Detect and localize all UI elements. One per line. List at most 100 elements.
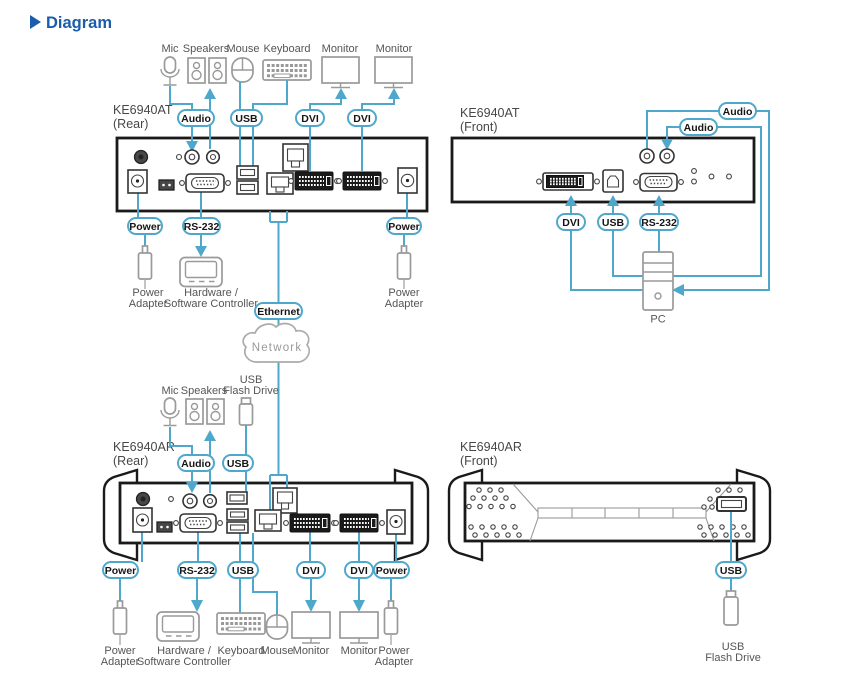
power-adapter-left-label2: Adapter <box>129 298 168 310</box>
svg-text:DVI: DVI <box>302 565 320 577</box>
led-indicators <box>691 168 732 185</box>
svg-text:Power: Power <box>105 565 137 577</box>
network-cloud-icon <box>242 322 311 363</box>
ar-rear-pill-dvi1: DVI <box>296 561 326 579</box>
ar-rear-pill-usb: USB <box>227 561 259 579</box>
svg-text:Power: Power <box>129 221 161 233</box>
mouse-icon <box>231 57 254 83</box>
at-front-pill-audio-lower: Audio <box>679 118 718 136</box>
usb-ports <box>236 165 259 195</box>
device-view: (Rear) <box>113 117 148 131</box>
section-ke6940ar-front: KE6940AR (Front) <box>447 440 772 664</box>
svg-text:Power: Power <box>388 221 420 233</box>
dvi-port-2 <box>333 513 385 533</box>
power-adapter-left-icon <box>137 245 153 289</box>
at-front-ports <box>536 148 732 193</box>
speakers-label: Speakers <box>183 43 230 55</box>
usb-port-top <box>226 491 248 505</box>
device-name: KE6940AR <box>460 440 522 454</box>
grounding-terminal <box>158 179 175 191</box>
ar-rear-cables <box>119 425 397 615</box>
svg-text:DVI: DVI <box>301 113 319 125</box>
keyboard-icon <box>216 612 266 635</box>
dvi-port-1 <box>288 171 340 191</box>
ethernet-pill: Ethernet <box>254 302 303 320</box>
mic-icon <box>160 397 180 427</box>
usb-flash-label1: USB <box>722 641 745 653</box>
center-recess <box>537 507 707 519</box>
mic-label: Mic <box>161 385 179 397</box>
pc-label: PC <box>650 314 665 326</box>
at-front-cables <box>565 110 770 296</box>
lan-port-lower <box>254 509 282 532</box>
controller-icon <box>156 611 200 642</box>
svg-text:Power: Power <box>376 565 408 577</box>
power-adapter-left-label1: Power <box>132 287 164 299</box>
svg-text:DVI: DVI <box>353 113 371 125</box>
ar-rear-pill-rs232: RS-232 <box>177 561 217 579</box>
section-ke6940at-front: KE6940AT (Front) <box>450 102 770 326</box>
device-view: (Front) <box>460 454 498 468</box>
device-name: KE6940AT <box>113 103 173 117</box>
monitor2-icon <box>374 56 413 89</box>
led-indicator <box>168 496 174 502</box>
usb-flash-label2: Flash Drive <box>223 385 279 397</box>
ar-rear-pill-audio: Audio <box>177 454 215 472</box>
power-adapter-right-label1: Power <box>388 287 420 299</box>
device-name: KE6940AT <box>460 106 520 120</box>
ar-rear-pill-power-left: Power <box>102 561 139 579</box>
monitor1-icon <box>321 56 360 89</box>
ar-front-facia <box>466 483 751 542</box>
speakers-icon <box>187 57 227 84</box>
controller-label1: Hardware / <box>184 287 239 299</box>
device-view: (Rear) <box>113 454 148 468</box>
svg-text:Audio: Audio <box>181 113 211 125</box>
dvi-port-2 <box>336 171 388 191</box>
dvi-port-1 <box>283 513 337 533</box>
svg-text:USB: USB <box>235 113 258 125</box>
controller-icon <box>179 256 223 288</box>
power-adapter-right-icon <box>383 600 399 645</box>
at-front-pill-dvi: DVI <box>556 213 586 231</box>
dc-terminal-port <box>133 149 149 165</box>
ar-rear-ports <box>132 487 406 535</box>
title-arrow-icon <box>30 15 41 29</box>
usb-b-port <box>602 169 624 193</box>
at-rear-pill-rs232: RS-232 <box>182 217 221 235</box>
audio-jack-left <box>639 148 655 164</box>
at-rear-pill-power-left: Power <box>127 217 163 235</box>
audio-jack-speaker <box>205 149 221 165</box>
ar-rear-pill-usb-top: USB <box>222 454 254 472</box>
audio-jack-right <box>659 148 675 164</box>
usb-flash-label1: USB <box>240 374 263 386</box>
speakers-label: Speakers <box>181 385 228 397</box>
dc-terminal-port <box>135 491 151 507</box>
controller-label2: Software Controller <box>164 298 258 310</box>
svg-text:USB: USB <box>720 565 743 577</box>
lan-port-upper <box>282 143 309 172</box>
keyboard-label: Keyboard <box>217 645 264 657</box>
rs232-port <box>633 172 684 192</box>
svg-text:RS-232: RS-232 <box>641 217 677 229</box>
power-adapter-right-icon <box>396 245 412 289</box>
svg-text:DVI: DVI <box>350 565 368 577</box>
power-adapter-right-label2: Adapter <box>375 656 414 668</box>
monitor2-label: Monitor <box>376 43 413 55</box>
monitor2-label: Monitor <box>341 645 378 657</box>
svg-text:USB: USB <box>232 565 255 577</box>
power-adapter-right-label1: Power <box>378 645 410 657</box>
section-ke6940ar-rear: KE6940AR (Rear) Mic Speakers USB Flash D… <box>101 374 430 668</box>
controller-label1: Hardware / <box>157 645 212 657</box>
svg-text:Audio: Audio <box>684 122 714 134</box>
at-front-pill-rs232: RS-232 <box>639 213 679 231</box>
power-adapter-left-label1: Power <box>104 645 136 657</box>
usb-ports <box>226 508 249 534</box>
monitor1-icon <box>291 611 331 644</box>
rs232-port <box>173 513 223 533</box>
ar-rear-pill-power-right: Power <box>373 561 410 579</box>
at-front-pill-usb: USB <box>597 213 629 231</box>
svg-text:DVI: DVI <box>562 217 580 229</box>
at-rear-pill-dvi1: DVI <box>295 109 325 127</box>
